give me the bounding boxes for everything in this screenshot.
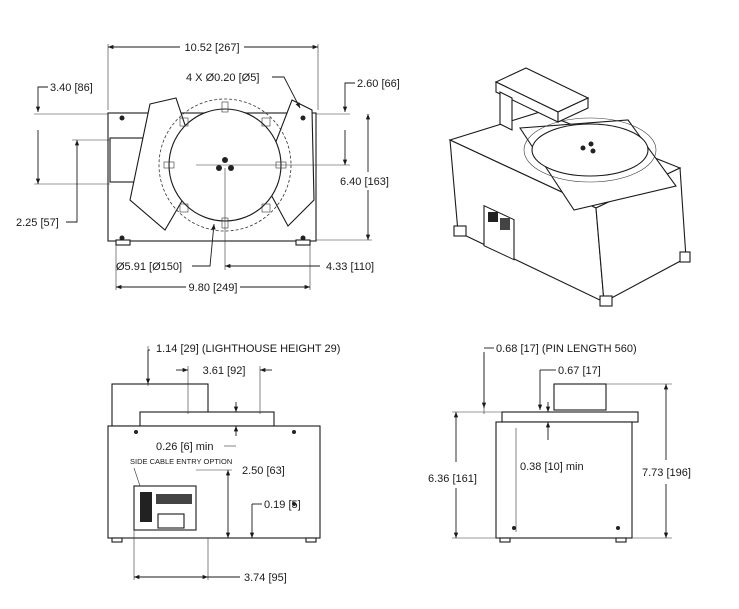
dim-clearance-min: 0.26 [6] min bbox=[156, 441, 213, 453]
dim-pin-offset: 0.67 [17] bbox=[558, 365, 601, 377]
dim-hole-callout: 4 X Ø0.20 [Ø5] bbox=[186, 72, 259, 84]
dim-width-top: 3.61 [92] bbox=[203, 365, 246, 377]
dim-body-height: 6.36 [161] bbox=[428, 473, 477, 485]
front-power-socket bbox=[157, 513, 185, 529]
dim-overall-width: 10.52 [267] bbox=[184, 42, 239, 54]
mount-hole bbox=[300, 115, 306, 121]
isometric-view bbox=[448, 67, 691, 307]
dim-base-width: 9.80 [249] bbox=[189, 282, 238, 294]
top-view: 10.52 [267] 4 X Ø0.20 [Ø5] 3.40 [86] 2.6… bbox=[16, 42, 400, 294]
dim-left-small: 2.25 [57] bbox=[16, 217, 59, 229]
dim-foot-height: 0.19 [5] bbox=[264, 499, 301, 511]
dim-platter-diameter: Ø5.91 [Ø150] bbox=[116, 261, 182, 273]
center-hub bbox=[216, 157, 234, 171]
iso-hub bbox=[580, 141, 596, 154]
front-db-connector bbox=[140, 492, 152, 522]
side-cable-note: SIDE CABLE ENTRY OPTION bbox=[130, 457, 232, 466]
mount-hole bbox=[119, 115, 125, 121]
dim-connector-width: 3.74 [95] bbox=[244, 572, 287, 584]
dim-pin-length: 0.68 [17] (PIN LENGTH 560) bbox=[496, 343, 637, 355]
dim-lighthouse-height: 1.14 [29] (LIGHTHOUSE HEIGHT 29) bbox=[156, 343, 340, 355]
iso-platter bbox=[531, 123, 649, 177]
dim-depth: 6.40 [163] bbox=[340, 176, 389, 188]
dim-total-height: 7.73 [196] bbox=[642, 467, 691, 479]
dim-left-offset: 3.40 [86] bbox=[50, 82, 93, 94]
side-body bbox=[495, 421, 633, 539]
side-lighthouse bbox=[553, 383, 607, 411]
dim-center-offset: 4.33 [110] bbox=[326, 261, 374, 273]
mount-hole bbox=[300, 235, 306, 241]
dim-pin-min: 0.38 [10] min bbox=[520, 461, 584, 473]
front-view: 1.14 [29] (LIGHTHOUSE HEIGHT 29) 3.61 [9… bbox=[107, 343, 340, 584]
mount-hole bbox=[119, 235, 125, 241]
side-view: 0.68 [17] (PIN LENGTH 560) 0.67 [17] 6.3… bbox=[428, 343, 691, 543]
dim-right-offset: 2.60 [66] bbox=[357, 78, 400, 90]
dim-connector-height: 2.50 [63] bbox=[242, 465, 285, 477]
iso-power-socket bbox=[488, 212, 498, 222]
